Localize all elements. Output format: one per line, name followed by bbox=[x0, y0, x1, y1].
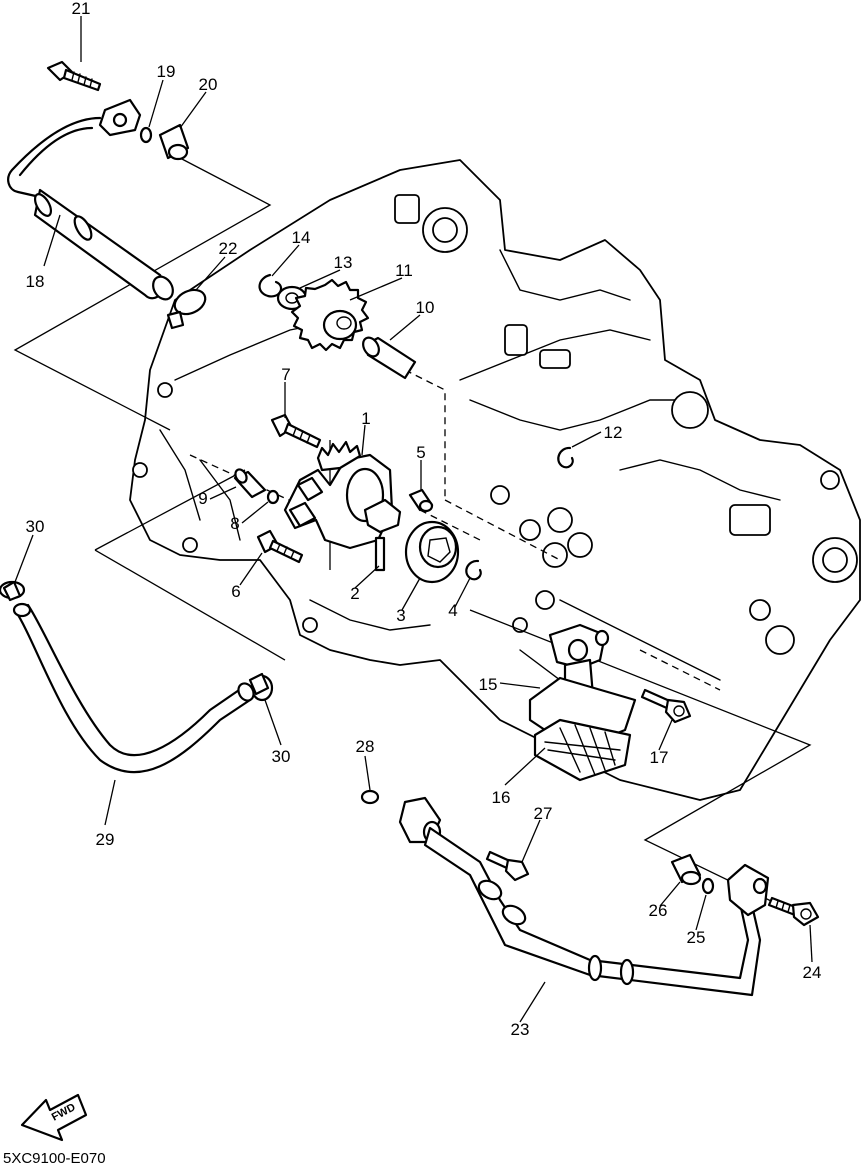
callout-2: 2 bbox=[350, 584, 359, 603]
callout-25: 25 bbox=[687, 928, 706, 947]
part-3-rotor bbox=[404, 520, 460, 584]
callout-17: 17 bbox=[650, 748, 669, 767]
part-16-strainer-screen bbox=[533, 718, 632, 782]
part-10-shaft bbox=[362, 336, 417, 380]
part-19-o-ring bbox=[139, 126, 153, 144]
callout-9: 9 bbox=[198, 489, 207, 508]
part-2-pin bbox=[374, 536, 386, 572]
part-29-oil-hose bbox=[12, 602, 255, 774]
part-30-hose-clamp-a bbox=[0, 580, 26, 602]
callout-13: 13 bbox=[334, 253, 353, 272]
callout-4: 4 bbox=[448, 601, 457, 620]
callout-22: 22 bbox=[219, 239, 238, 258]
part-25-o-ring bbox=[701, 877, 715, 895]
callout-8: 8 bbox=[230, 514, 239, 533]
part-24-bolt bbox=[767, 896, 820, 927]
part-18-oil-hose bbox=[7, 98, 174, 301]
callout-1: 1 bbox=[361, 409, 370, 428]
part-number-labels: 21 19 20 18 22 14 13 11 10 7 1 5 12 9 8 … bbox=[26, 0, 822, 1039]
callout-10: 10 bbox=[416, 298, 435, 317]
callout-7: 7 bbox=[281, 365, 290, 384]
part-23-oil-delivery-pipe bbox=[398, 796, 770, 997]
part-5-dowel-pin bbox=[408, 488, 434, 513]
part-11-pump-drive-gear bbox=[290, 278, 370, 352]
callout-16: 16 bbox=[492, 788, 511, 807]
callout-23: 23 bbox=[511, 1020, 530, 1039]
callout-30-upper: 30 bbox=[26, 517, 45, 536]
callout-5: 5 bbox=[416, 443, 425, 462]
part-9-dowel-pin bbox=[233, 468, 267, 499]
callout-3: 3 bbox=[396, 606, 405, 625]
callout-18: 18 bbox=[26, 272, 45, 291]
callout-14: 14 bbox=[292, 228, 311, 247]
callout-20: 20 bbox=[199, 75, 218, 94]
part-22-hose-clamp bbox=[166, 288, 207, 330]
callout-30-lower: 30 bbox=[272, 747, 291, 766]
callout-21: 21 bbox=[72, 0, 91, 18]
part-4-circlip bbox=[465, 559, 482, 581]
callout-19: 19 bbox=[157, 62, 176, 81]
part-28-o-ring bbox=[360, 789, 380, 805]
part-7-bolt bbox=[270, 413, 322, 449]
part-27-bolt bbox=[485, 850, 530, 882]
part-6-bolt bbox=[256, 529, 304, 564]
part-20-collar bbox=[158, 123, 190, 161]
leader-lines bbox=[14, 16, 813, 1023]
callout-6: 6 bbox=[231, 582, 240, 601]
part-14-circlip bbox=[258, 273, 283, 298]
diagram-code: 5XC9100-E070 bbox=[3, 1150, 106, 1167]
part-30-hose-clamp-b bbox=[248, 672, 274, 702]
callout-11: 11 bbox=[395, 261, 413, 280]
callout-27: 27 bbox=[534, 804, 553, 823]
part-21-bolt bbox=[46, 60, 102, 92]
part-8-o-ring bbox=[266, 489, 280, 505]
callout-24: 24 bbox=[803, 963, 822, 982]
part-12-circlip bbox=[557, 446, 574, 469]
callout-15: 15 bbox=[479, 675, 498, 694]
callout-26: 26 bbox=[649, 901, 668, 920]
callout-28: 28 bbox=[356, 737, 375, 756]
part-26-collar bbox=[670, 853, 702, 886]
part-1-oil-pump-assy bbox=[283, 440, 402, 550]
part-17-bolt bbox=[640, 688, 692, 724]
forward-direction-arrow: FWD bbox=[20, 1093, 88, 1142]
callout-12: 12 bbox=[604, 423, 623, 442]
callout-29: 29 bbox=[96, 830, 115, 849]
